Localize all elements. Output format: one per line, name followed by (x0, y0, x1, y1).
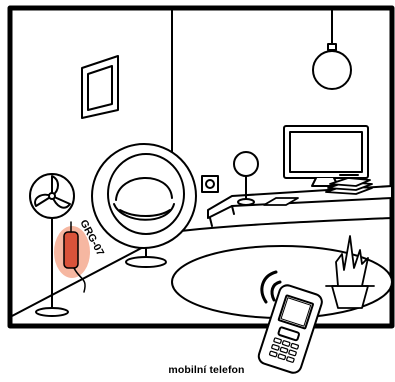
wall-socket (202, 176, 218, 192)
pendant-lamp (313, 10, 351, 89)
phone-caption: mobilní telefon (0, 364, 395, 376)
wall-picture (82, 56, 118, 118)
ball-chair (92, 144, 196, 267)
television (284, 126, 368, 186)
